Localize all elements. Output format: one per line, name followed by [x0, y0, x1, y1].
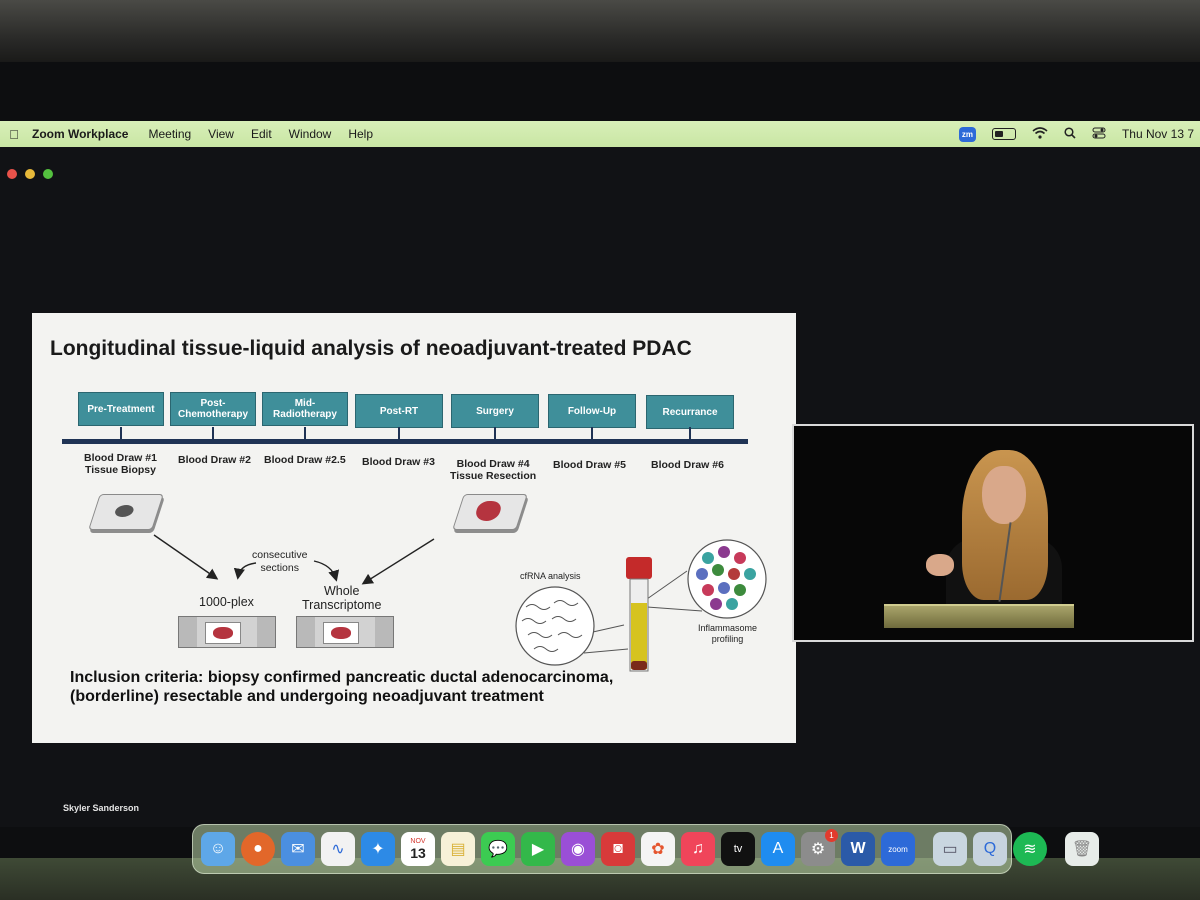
- menu-app-name[interactable]: Zoom Workplace: [32, 127, 129, 141]
- music-icon[interactable]: ♫: [681, 832, 715, 866]
- consecutive-sections-label: consecutive sections: [252, 549, 308, 574]
- menu-window[interactable]: Window: [288, 127, 332, 141]
- timeline-tick: [591, 427, 593, 439]
- blood-draw-1: Blood Draw #1 Tissue Biopsy: [84, 452, 157, 476]
- spotify-icon[interactable]: ≋: [1013, 832, 1047, 866]
- app-store-icon[interactable]: A: [761, 832, 795, 866]
- inclusion-criteria: Inclusion criteria: biopsy confirmed pan…: [70, 669, 614, 705]
- notification-badge: 1: [825, 829, 838, 842]
- timeline-tick: [212, 427, 214, 439]
- transcriptome-slide: [296, 616, 394, 648]
- blood-draw-4: Blood Draw #4 Tissue Resection: [450, 458, 537, 482]
- speaker-video-tile[interactable]: [792, 424, 1194, 642]
- battery-icon[interactable]: [991, 128, 1016, 140]
- podcasts-icon[interactable]: ◉: [561, 832, 595, 866]
- inflammasome-circle: [687, 539, 767, 619]
- apple-icon[interactable]: : [0, 127, 28, 142]
- freeform-icon[interactable]: ∿: [321, 832, 355, 866]
- monitor-bezel-top: [0, 0, 1200, 62]
- menu-clock[interactable]: Thu Nov 13 7: [1121, 127, 1194, 141]
- photo-booth-icon[interactable]: ◙: [601, 832, 635, 866]
- timeline-tick: [398, 427, 400, 439]
- system-settings-icon[interactable]: ⚙1: [801, 829, 838, 866]
- firefox-icon[interactable]: ●: [241, 832, 275, 866]
- shared-slide: Longitudinal tissue-liquid analysis of n…: [32, 313, 796, 743]
- word-icon[interactable]: W: [841, 832, 875, 866]
- notes-icon[interactable]: ▤: [441, 832, 475, 866]
- timeline-tick: [120, 427, 122, 439]
- stage-post-chemotherapy: Post- Chemotherapy: [170, 392, 256, 426]
- stage-surgery: Surgery: [451, 394, 539, 428]
- transcriptome-label: Whole Transcriptome: [302, 584, 382, 612]
- stage-mid-radiotherapy: Mid- Radiotherapy: [262, 392, 348, 426]
- trash-icon[interactable]: 🗑: [1065, 832, 1099, 866]
- menu-meeting[interactable]: Meeting: [148, 127, 192, 141]
- participant-name-label: Skyler Sanderson: [63, 803, 140, 813]
- menu-edit[interactable]: Edit: [250, 127, 272, 141]
- cfrna-circle: [515, 586, 595, 666]
- zoom-status-icon[interactable]: zm: [958, 126, 976, 142]
- preview-icon[interactable]: ▭: [933, 832, 967, 866]
- timeline-tick: [689, 427, 691, 439]
- blood-draw-2: Blood Draw #2: [178, 454, 251, 466]
- speaker-hand: [926, 554, 954, 576]
- messages-icon[interactable]: 💬: [481, 832, 515, 866]
- menu-help[interactable]: Help: [348, 127, 374, 141]
- mail-icon[interactable]: ✉: [281, 832, 315, 866]
- search-icon[interactable]: [1064, 126, 1076, 142]
- minimize-window-button[interactable]: [25, 169, 35, 179]
- finder-icon[interactable]: ☺: [201, 832, 235, 866]
- zoom-icon[interactable]: zoom: [881, 832, 915, 866]
- control-center-icon[interactable]: [1092, 127, 1106, 142]
- blood-tube: [626, 557, 652, 672]
- inflammasome-label: Inflammasome profiling: [698, 623, 758, 644]
- slide-arrows: [153, 534, 703, 654]
- menu-bar:  Zoom Workplace Meeting View Edit Windo…: [0, 121, 1200, 147]
- speaker-face: [982, 466, 1026, 524]
- safari-icon[interactable]: ✦: [361, 832, 395, 866]
- stage-post-rt: Post-RT: [355, 394, 443, 428]
- wifi-icon[interactable]: [1032, 126, 1048, 142]
- blood-draw-6: Blood Draw #6: [651, 459, 724, 471]
- stage-pre-treatment: Pre-Treatment: [78, 392, 164, 426]
- menu-view[interactable]: View: [208, 127, 234, 141]
- plex-slide: [178, 616, 276, 648]
- slide-title: Longitudinal tissue-liquid analysis of n…: [50, 337, 692, 360]
- apple-tv-icon[interactable]: tv: [721, 832, 755, 866]
- fullscreen-window-button[interactable]: [43, 169, 53, 179]
- blood-draw-2-5: Blood Draw #2.5: [264, 454, 346, 466]
- blood-draw-3: Blood Draw #3: [362, 456, 435, 468]
- close-window-button[interactable]: [7, 169, 17, 179]
- podium: [884, 604, 1074, 628]
- cfrna-label: cfRNA analysis: [520, 571, 581, 581]
- photos-icon[interactable]: ✿: [641, 832, 675, 866]
- menu-extras: zm Thu Nov 13 7: [958, 126, 1200, 142]
- facetime-icon[interactable]: ▶: [521, 832, 555, 866]
- plex-label: 1000-plex: [199, 595, 254, 609]
- timeline-bar: [62, 439, 748, 444]
- stage-follow-up: Follow-Up: [548, 394, 636, 428]
- timeline-tick: [304, 427, 306, 439]
- timeline-tick: [494, 427, 496, 439]
- blood-draw-5: Blood Draw #5: [553, 459, 626, 471]
- quicktime-icon[interactable]: Q: [973, 832, 1007, 866]
- window-controls: [7, 169, 53, 179]
